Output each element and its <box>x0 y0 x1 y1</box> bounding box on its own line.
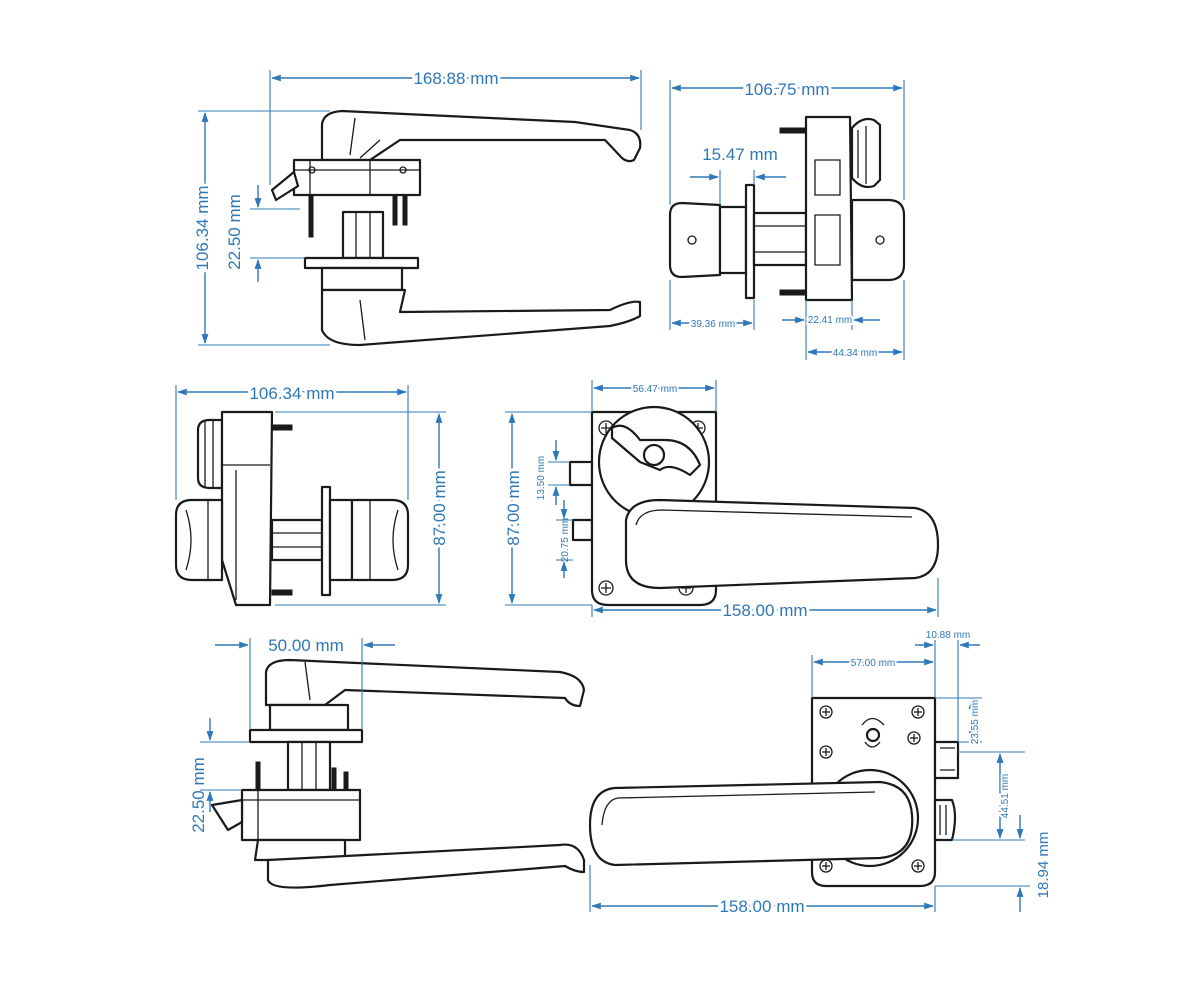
dim-label: 22.41 mm <box>808 315 852 326</box>
dim-label: 39.36 mm <box>691 319 735 330</box>
dim-label: 50.00 mm <box>268 636 344 655</box>
dims-view-middle-left: 106.34 mm 87.00 mm <box>175 381 452 606</box>
view-middle-left-top <box>174 410 410 607</box>
dims-view-top-left: 168.88 mm 106.34 mm 22.50 mm <box>190 66 642 346</box>
dim-label: 87.00 mm <box>430 470 449 546</box>
dim-label: 56.47 mm <box>633 384 677 395</box>
dim-label: 106.34 mm <box>249 384 334 403</box>
dim-label: 106.34 mm <box>193 185 212 270</box>
dim-label: 22.50 mm <box>189 757 208 833</box>
dim-label: 13.50 mm <box>536 456 547 500</box>
dims-view-middle-right: 56.47 mm 87.00 mm 13.50 mm 20.75 mm 158.… <box>501 380 939 623</box>
dim-label: 87.00 mm <box>504 470 523 546</box>
dim-label: 44.51 mm <box>1000 774 1011 818</box>
dim-label: 158.00 mm <box>719 897 804 916</box>
dim-label: 44.34 mm <box>833 348 877 359</box>
dim-label: 15.47 mm <box>702 145 778 164</box>
dim-label: 18.94 mm <box>1035 832 1052 899</box>
dim-label: 57.00 mm <box>851 658 895 669</box>
view-top-left-lever <box>270 109 642 347</box>
view-bottom-left-lever <box>210 658 586 889</box>
dim-label: 168.88 mm <box>413 69 498 88</box>
dims-view-top-right: 106.75 mm 15.47 mm 39.36 mm 22.41 mm 44.… <box>669 77 905 361</box>
dim-label: 20.75 mm <box>560 518 571 562</box>
view-bottom-right-front <box>588 696 960 888</box>
dim-label: 23.55 mm <box>970 700 981 744</box>
dim-label: 10.88 mm <box>926 630 970 641</box>
dim-label: 158.00 mm <box>722 601 807 620</box>
dims-view-bottom-left: 50.00 mm 22.50 mm <box>189 636 395 833</box>
view-middle-right-front <box>568 405 940 607</box>
dim-label: 22.50 mm <box>225 194 244 270</box>
dims-view-bottom-right: 10.88 mm 57.00 mm 23.55 mm 44.51 mm 18.9… <box>589 630 1052 919</box>
dim-label: 106.75 mm <box>744 80 829 99</box>
